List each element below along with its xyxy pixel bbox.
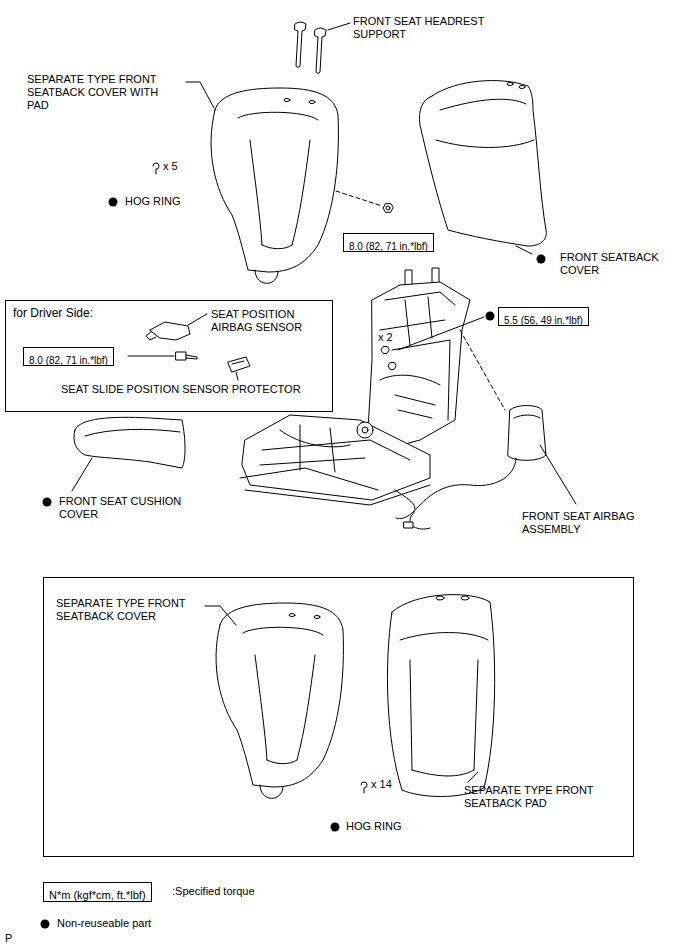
- part-name: SEPARATE TYPE FRONT SEATBACK COVER: [56, 597, 211, 623]
- torque-value: 5.5 (56, 49 in.*lbf): [504, 314, 583, 327]
- torque-value: N*m (kgf*cm, ft.*lbf): [49, 888, 146, 902]
- quantity: x 2: [378, 331, 393, 344]
- detail-box: for Driver Side: SEAT POSITION AIRBAG SEN…: [5, 300, 333, 412]
- legend-entry: Non-reuseable part: [57, 917, 151, 930]
- part-name: FRONT SEAT AIRBAG ASSEMBLY: [522, 510, 662, 536]
- part-name: FRONT SEAT CUSHION COVER: [59, 495, 204, 521]
- torque-box: 8.0 (82, 71 in.*lbf): [23, 347, 114, 366]
- part-name: SEAT SLIDE POSITION SENSOR PROTECTOR: [61, 383, 301, 396]
- part-name: x 14: [371, 778, 392, 791]
- legend-sample-box: N*m (kgf*cm, ft.*lbf): [43, 882, 152, 902]
- legend-entry: :Specified torque: [172, 885, 255, 898]
- part-name: FRONT SEAT HEADREST SUPPORT: [353, 15, 503, 41]
- legend-text: :Specified torque: [172, 885, 255, 897]
- part-name: SEPARATE TYPE FRONT SEATBACK COVER WITH …: [27, 73, 182, 112]
- torque-value: 8.0 (82, 71 in.*lbf): [349, 240, 428, 253]
- part-name: SEPARATE TYPE FRONT SEATBACK PAD: [464, 784, 619, 810]
- part-name: for Driver Side:: [13, 306, 93, 321]
- part-name: FRONT SEATBACK COVER: [560, 251, 680, 277]
- part-name: SEAT POSITION AIRBAG SENSOR: [211, 308, 326, 334]
- torque-box: 8.0 (82, 71 in.*lbf): [343, 233, 434, 252]
- part-name: HOG RING: [125, 195, 181, 208]
- quantity: x 5: [163, 160, 178, 173]
- part-name: HOG RING: [346, 820, 402, 833]
- detail-box: SEPARATE TYPE FRONT SEATBACK COVER SEPARA…: [43, 577, 634, 857]
- torque-box: 5.5 (56, 49 in.*lbf): [498, 307, 589, 326]
- legend-text: Non-reuseable part: [57, 917, 151, 929]
- figure-code: P: [5, 932, 12, 945]
- torque-value: 8.0 (82, 71 in.*lbf): [29, 354, 108, 367]
